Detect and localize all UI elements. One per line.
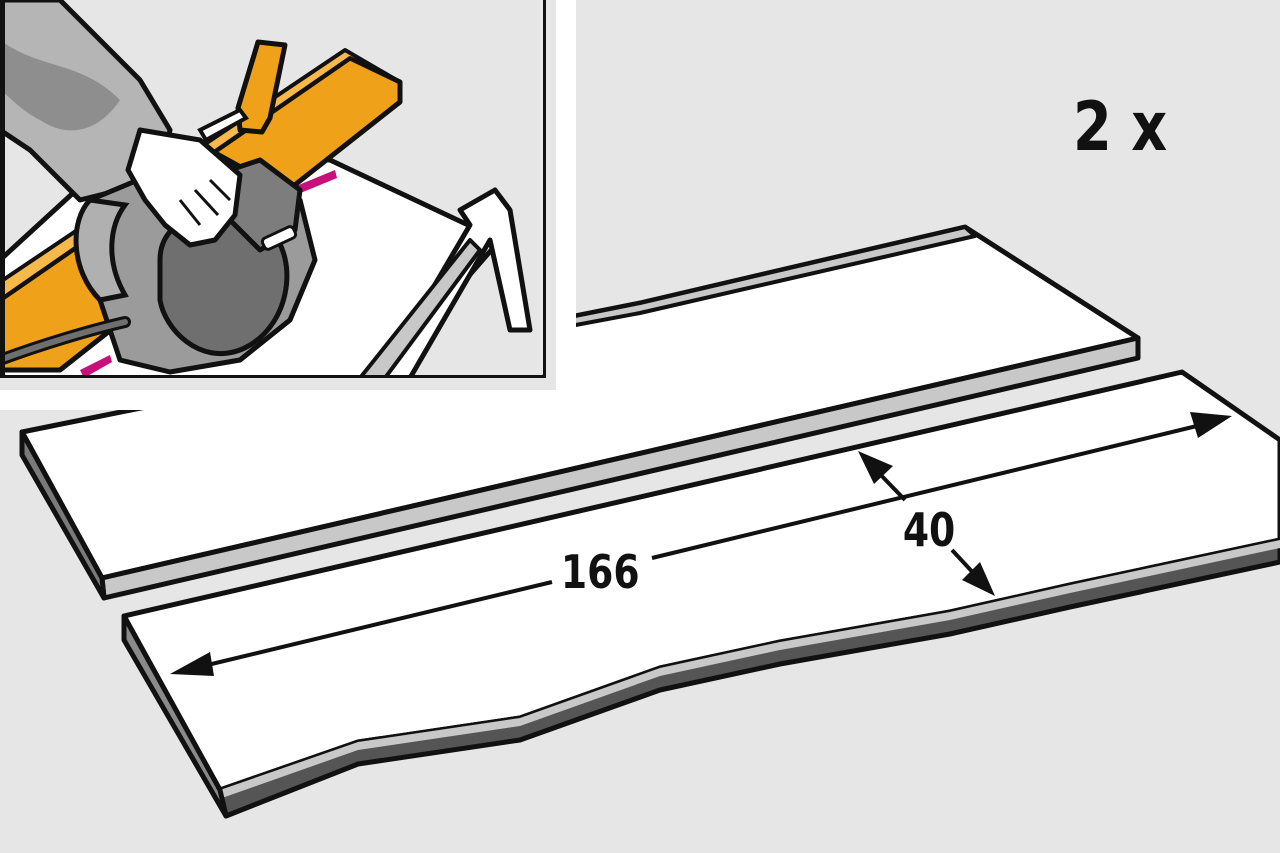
length-line-right: [651, 422, 1206, 560]
glove: [125, 127, 243, 248]
cut-line-lower: [80, 355, 112, 378]
width-label: 40: [903, 503, 955, 557]
length-line-left: [194, 580, 553, 670]
glove-finger-lines: [178, 178, 232, 226]
width-arrowhead-bottom: [962, 562, 995, 596]
length-arrowhead-left: [170, 652, 214, 676]
length-label: 166: [561, 545, 640, 599]
length-dimension: 166: [170, 412, 1232, 676]
back-board-left-edge: [19, 429, 107, 601]
sawhorse-leg-shade: [358, 238, 482, 378]
back-board: [19, 224, 1141, 601]
clamp-bar: [197, 107, 249, 143]
clamp: [235, 39, 288, 135]
saw-switch: [260, 225, 298, 251]
guide-rail-top: [0, 48, 402, 302]
quantity-label: 2 x: [1073, 87, 1167, 167]
length-arrowhead-right: [1190, 412, 1232, 438]
width-arrowhead-top: [858, 451, 893, 484]
circular-saw-cutting-icon: [0, 0, 546, 378]
saw-motor: [73, 197, 130, 303]
sleeve-shade: [0, 40, 120, 131]
front-board-edge-highlight: [220, 540, 1280, 798]
inset-panel: [0, 0, 576, 410]
width-dimension: 40: [858, 451, 995, 596]
front-board-left-edge: [121, 613, 229, 819]
